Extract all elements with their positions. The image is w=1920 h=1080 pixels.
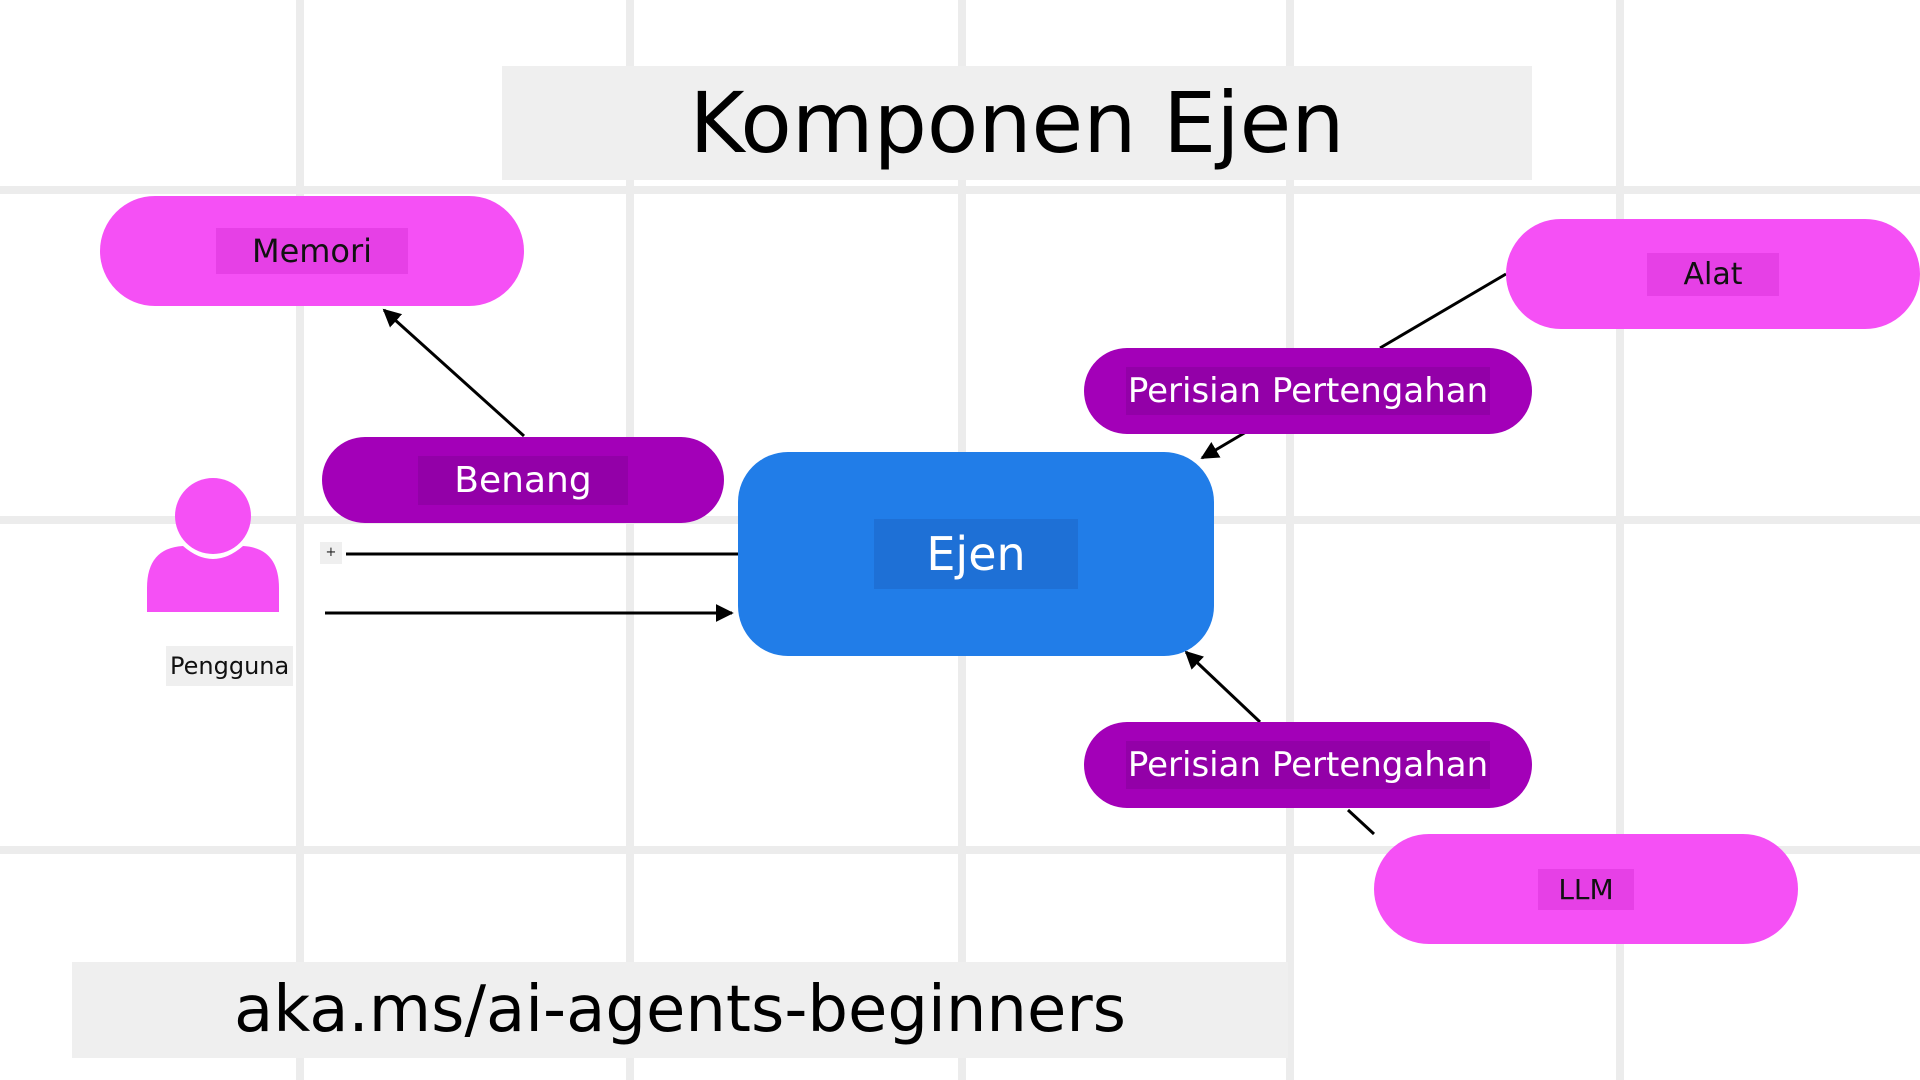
- tools-node: Alat: [1506, 219, 1920, 329]
- arrow-thread-to-memory: [382, 308, 526, 438]
- line-tools-to-middleware: [1379, 272, 1507, 350]
- memory-label: Memori: [215, 228, 409, 274]
- grid-line: [0, 846, 1920, 854]
- title-banner: Komponen Ejen: [502, 66, 1532, 180]
- grid-line: [296, 0, 304, 1080]
- memory-node: Memori: [100, 196, 524, 306]
- plus-mark: +: [320, 542, 342, 564]
- arrow-middleware-from-llm: [1184, 650, 1262, 724]
- middleware-top-node: Perisian Pertengahan: [1084, 348, 1532, 434]
- user-label: Pengguna: [166, 646, 294, 686]
- thread-node: Benang: [322, 437, 724, 523]
- thread-label: Benang: [418, 455, 628, 505]
- person-icon: [147, 478, 279, 612]
- line-llm-to-middleware: [1346, 808, 1376, 836]
- footer-link[interactable]: aka.ms/ai-agents-beginners: [234, 973, 1126, 1047]
- grid-line: [1616, 0, 1624, 1080]
- grid-line: [0, 186, 1920, 194]
- page-title: Komponen Ejen: [689, 74, 1345, 172]
- agent-node: Ejen: [738, 452, 1214, 656]
- grid-line: [1286, 0, 1294, 1080]
- grid-line: [626, 0, 634, 1080]
- middleware-top-label: Perisian Pertengahan: [1125, 367, 1491, 415]
- agent-label: Ejen: [874, 519, 1078, 589]
- llm-label: LLM: [1538, 868, 1634, 910]
- llm-node: LLM: [1374, 834, 1798, 944]
- footer-banner: aka.ms/ai-agents-beginners: [72, 962, 1288, 1058]
- tools-label: Alat: [1647, 252, 1779, 296]
- middleware-bottom-label: Perisian Pertengahan: [1125, 741, 1491, 789]
- middleware-bottom-node: Perisian Pertengahan: [1084, 722, 1532, 808]
- arrow-middleware-to-agent: [1200, 430, 1247, 460]
